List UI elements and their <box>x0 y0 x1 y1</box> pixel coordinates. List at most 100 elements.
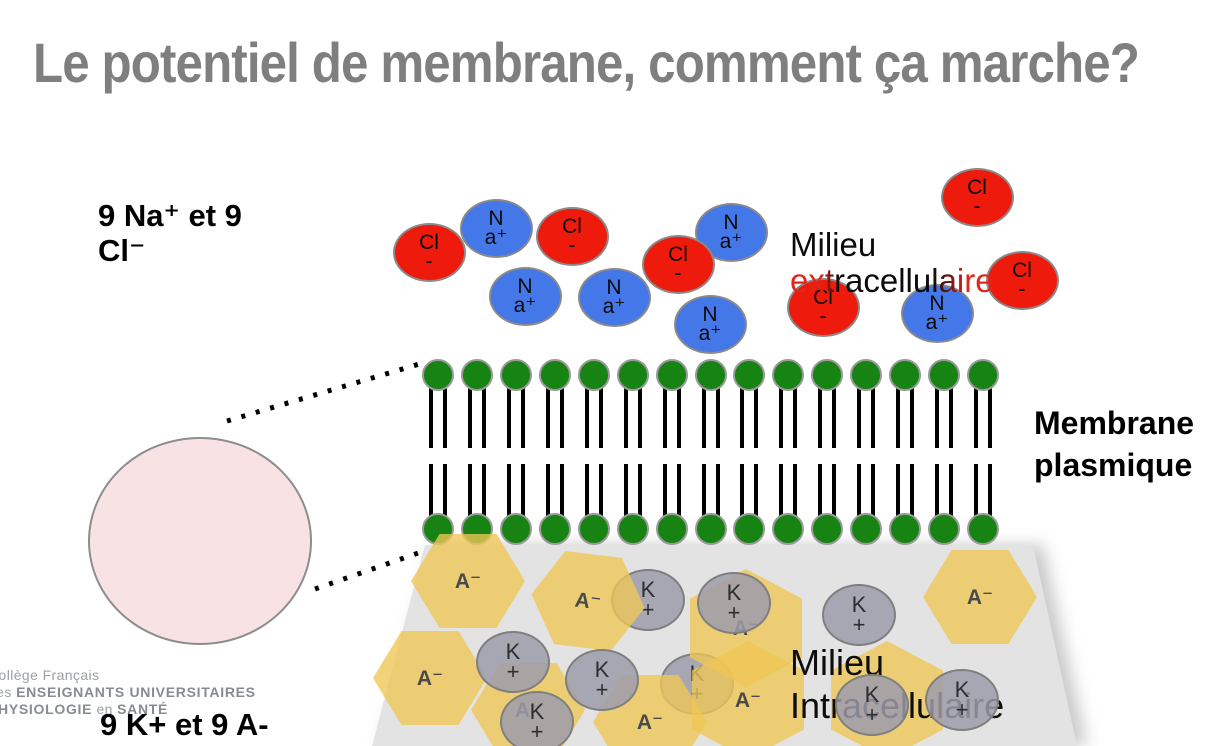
extracellular-label-line2: extracellulaire <box>790 262 994 300</box>
phospholipid-tail <box>818 384 822 448</box>
chloride-ion: Cl- <box>641 234 715 294</box>
sodium-ion-label: a⁺ <box>698 322 722 345</box>
chloride-ion: Cl- <box>940 167 1014 227</box>
phospholipid-tail <box>857 464 861 525</box>
chloride-ion: Cl- <box>786 277 860 337</box>
phospholipid-tail <box>949 464 953 525</box>
phospholipid-tail <box>779 384 783 448</box>
phospholipid-tail <box>832 464 836 525</box>
chloride-ion-label: - <box>1018 278 1026 301</box>
college-physiologie-logo: Collège Français des ENSEIGNANTS UNIVERS… <box>0 667 256 717</box>
chloride-ion-label: - <box>973 195 981 218</box>
phospholipid-tail <box>429 464 433 525</box>
potassium-ion: K+ <box>697 572 771 634</box>
phospholipid-tail <box>754 464 758 525</box>
logo-line1: Collège Français <box>0 667 100 683</box>
phospholipid-head <box>889 359 921 391</box>
logo-line3-en: en <box>92 700 118 717</box>
phospholipid-head <box>889 513 921 545</box>
sodium-ion-label: N <box>702 302 718 326</box>
membrane-label: Membrane plasmique <box>1034 403 1194 486</box>
zoom-connector-dotted-line <box>314 548 425 592</box>
intracellular-ion-count: 9 K+ et 9 A- <box>100 707 269 742</box>
phospholipid-tail <box>638 464 642 525</box>
sodium-ion-label: N <box>488 206 504 230</box>
potassium-ion-label: + <box>955 697 969 722</box>
phospholipid-head <box>811 513 843 545</box>
phospholipid-tail <box>507 464 511 525</box>
sodium-ion-label: N <box>929 291 945 315</box>
phospholipid-tail <box>818 464 822 525</box>
logo-line2: des ENSEIGNANTS UNIVERSITAIRES <box>0 684 256 701</box>
phospholipid-tail <box>599 384 603 448</box>
phospholipid-tail <box>896 464 900 525</box>
phospholipid-tail <box>507 384 511 448</box>
phospholipid-head <box>772 513 804 545</box>
phospholipid-tail <box>443 464 447 525</box>
anion-hexagon: A⁻ <box>923 550 1037 644</box>
sodium-ion-label: a⁺ <box>513 294 537 317</box>
potassium-ion: K+ <box>925 669 999 731</box>
phospholipid-tail <box>638 384 642 448</box>
chloride-ion-label: - <box>568 234 576 257</box>
phospholipid-head <box>578 513 610 545</box>
potassium-ion-label: K <box>864 681 880 707</box>
phospholipid-tail <box>702 384 706 448</box>
phospholipid-head <box>967 513 999 545</box>
potassium-ion: K+ <box>500 691 574 746</box>
extracellular-label-line1: Milieu <box>790 226 877 263</box>
potassium-ion-label: K <box>594 656 610 682</box>
phospholipid-tail <box>793 384 797 448</box>
phospholipid-head <box>461 359 493 391</box>
logo-line3-physiologie: PHYSIOLOGIE <box>0 700 93 717</box>
phospholipid-tail <box>468 464 472 525</box>
phospholipid-tail <box>935 384 939 448</box>
phospholipid-tail <box>871 464 875 525</box>
chloride-ion-label: Cl <box>813 287 833 308</box>
phospholipid-tail <box>910 384 914 448</box>
phospholipid-head <box>850 513 882 545</box>
logo-line3: PHYSIOLOGIE en SANTÉ <box>0 701 256 718</box>
phospholipid-head <box>617 513 649 545</box>
sodium-ion-label: a⁺ <box>602 295 626 318</box>
anion-label: A⁻ <box>734 688 762 712</box>
potassium-ion-label: K <box>529 698 545 724</box>
chloride-ion-label: Cl <box>1012 258 1032 282</box>
phospholipid-head <box>500 359 532 391</box>
phospholipid-head <box>500 513 532 545</box>
phospholipid-tail <box>443 384 447 448</box>
membrane-label-line2: plasmique <box>1034 446 1193 483</box>
sodium-ion-label: a⁺ <box>484 226 508 249</box>
phospholipid-head <box>656 513 688 545</box>
potassium-ion: K+ <box>476 631 550 693</box>
potassium-ion-label: + <box>595 677 609 702</box>
cell-zoom-circle <box>88 437 312 645</box>
chloride-ion: Cl- <box>392 222 466 282</box>
chloride-ion: Cl- <box>535 206 609 266</box>
phospholipid-head <box>656 359 688 391</box>
phospholipid-tail <box>663 464 667 525</box>
phospholipid-tail <box>429 384 433 448</box>
extracellular-region-label: Milieu extracellulaire <box>790 226 994 300</box>
phospholipid-tail <box>624 464 628 525</box>
phospholipid-tail <box>988 384 992 448</box>
extracellular-count-line2: Cl⁻ <box>98 232 146 268</box>
logo-line3-sante: SANTÉ <box>117 700 169 717</box>
phospholipid-head <box>772 359 804 391</box>
potassium-ion-label: + <box>852 612 866 637</box>
extracellular-ion-count: 9 Na⁺ et 9 Cl⁻ <box>98 198 242 268</box>
potassium-ion: K+ <box>822 584 896 646</box>
phospholipid-head <box>695 513 727 545</box>
anion-hexagon: A⁻ <box>411 534 525 628</box>
phospholipid-head <box>539 513 571 545</box>
phospholipid-tail <box>624 384 628 448</box>
phospholipid-tail <box>663 384 667 448</box>
phospholipid-head <box>733 513 765 545</box>
chloride-ion-label: - <box>819 305 827 328</box>
sodium-ion-label: N <box>606 275 622 299</box>
phospholipid-tail <box>988 464 992 525</box>
phospholipid-head <box>967 359 999 391</box>
phospholipid-tail <box>910 464 914 525</box>
